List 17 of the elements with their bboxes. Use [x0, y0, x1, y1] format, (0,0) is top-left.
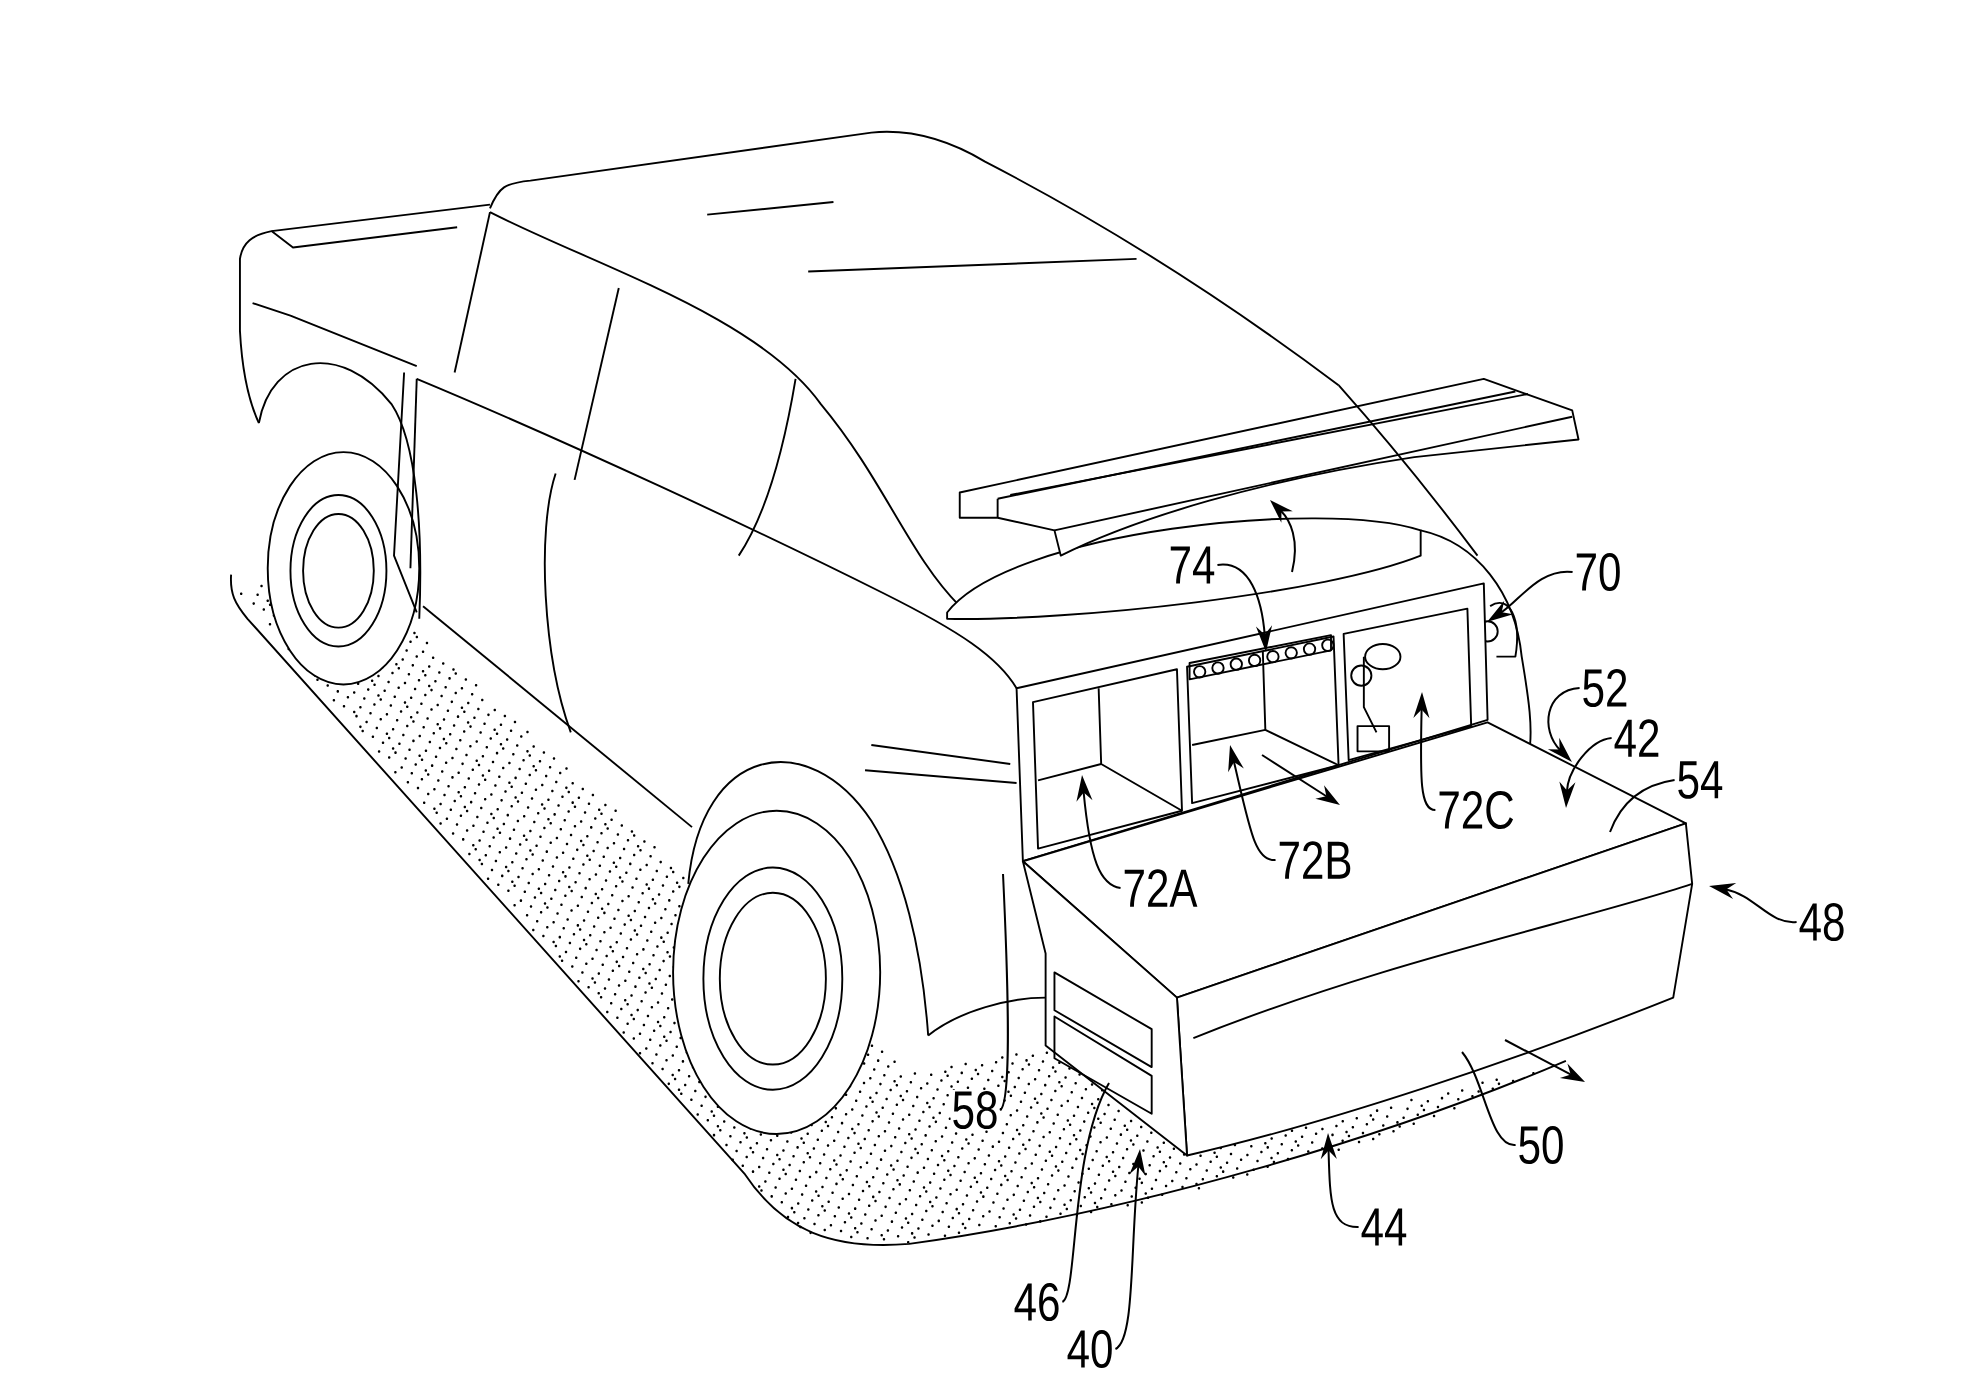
reference-numeral: 42 [1612, 718, 1662, 758]
reference-numeral: 72A [1121, 868, 1199, 908]
reference-numeral: 40 [1065, 1328, 1115, 1370]
reference-numeral: 54 [1675, 760, 1725, 800]
leader-line [1609, 779, 1676, 833]
reference-numeral: 72C [1436, 789, 1516, 831]
reference-numeral: 44 [1359, 1207, 1409, 1247]
reference-numeral: 48 [1797, 901, 1847, 943]
leader-line [1061, 1082, 1110, 1303]
leader-line [1461, 1051, 1517, 1146]
reference-numeral: 74 [1167, 545, 1217, 585]
reference-numeral: 52 [1580, 667, 1630, 709]
reference-numeral: 50 [1516, 1124, 1566, 1166]
reference-numeral: 72B [1276, 840, 1354, 880]
reference-numeral: 70 [1573, 551, 1623, 593]
reference-numeral: 46 [1012, 1281, 1062, 1323]
reference-numeral: 58 [950, 1089, 1000, 1131]
